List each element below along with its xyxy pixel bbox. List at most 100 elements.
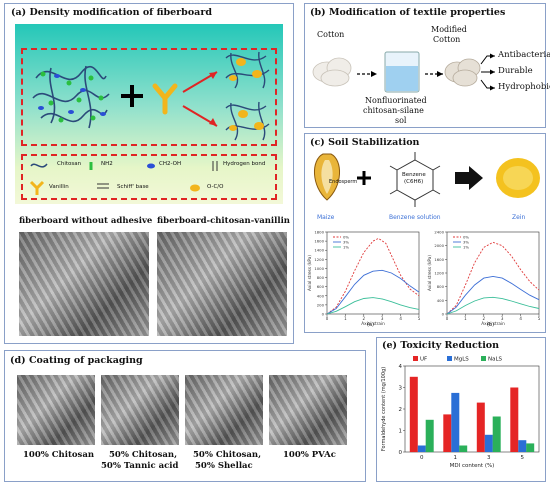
soil-graphic: [314, 152, 540, 207]
legend-label: 0%: [463, 234, 469, 239]
legend-dashed-box: [21, 154, 277, 200]
legend-label: 1%: [463, 244, 469, 249]
legend-ch2oh: CH2-OH: [159, 161, 182, 167]
x-tick-label: 0: [420, 455, 424, 461]
chart-b-caption: (b): [487, 322, 495, 328]
series-line-0%: [446, 241, 540, 315]
x-tick-label: 1: [344, 316, 347, 321]
legend-hbond: Hydrogen bond: [223, 161, 266, 167]
panel-soil-stabilization: (c) Soil Stabilization Endosperm Benzene…: [304, 133, 546, 333]
series-line-1%: [446, 296, 540, 315]
sem-chitosan-tannic: [101, 375, 179, 445]
label-chitosan-tannic-1: 50% Chitosan,: [109, 450, 178, 460]
label-chitosan-shellac-1: 50% Chitosan,: [193, 450, 262, 460]
legend-swatch: [447, 356, 452, 361]
prop-hydrophobic: Hydrophobic: [498, 82, 550, 92]
panel-textile: (b) Modification of textile properties C…: [304, 3, 550, 128]
x-tick-label: 2: [483, 316, 486, 321]
legend-swatch: [413, 356, 418, 361]
legend-occo: O-C/O: [207, 184, 224, 190]
y-axis-label: Axial stress (kPa): [427, 255, 432, 291]
prop-durable: Durable: [498, 66, 533, 76]
bar-NaLS-1: [459, 445, 468, 452]
scheme-dashed-box: [21, 48, 277, 146]
panel-coating-packaging: (d) Coating of packaging 100% Chitosan 5…: [4, 350, 366, 482]
cotton-icon: [312, 57, 352, 87]
bar-UF-3: [476, 402, 485, 452]
y-tick-label: 2: [399, 407, 403, 413]
y-tick-label: 1800: [314, 230, 324, 235]
modified-cotton-icon: [444, 58, 481, 87]
vanillin-symbol: [152, 83, 178, 115]
endosperm-label: Endosperm: [329, 179, 358, 185]
y-axis-label: Axial stress (kPa): [307, 255, 312, 291]
panel-density-modification: (a) Density modification of fiberboard: [4, 3, 294, 344]
panel-b-title: (b) Modification of textile properties: [310, 7, 506, 18]
x-axis-label: MDI content (%): [450, 463, 495, 469]
bar-UF-1: [443, 414, 452, 452]
bar-NaLS-5: [526, 443, 535, 452]
y-tick-label: 800: [317, 275, 325, 280]
sol-label-2: chitosan-silane: [363, 106, 424, 115]
y-axis-label: Formaldehyde content (mg/100g): [381, 367, 387, 451]
y-tick-label: 1600: [314, 239, 324, 244]
y-tick-label: 0: [322, 312, 325, 317]
bar-MgLS-5: [518, 440, 527, 452]
y-tick-label: 2000: [434, 243, 444, 248]
sem-pvac: [269, 375, 347, 445]
legend-nh2: NH2: [101, 161, 113, 167]
arrow-right: [455, 166, 483, 190]
scheme-graphic: [32, 51, 270, 141]
x-tick-label: 1: [454, 455, 458, 461]
x-axis-label: Axial strain: [481, 321, 505, 326]
x-tick-label: 5: [538, 316, 541, 321]
y-tick-label: 4: [399, 364, 403, 370]
panel-c-title: (c) Soil Stabilization: [310, 137, 420, 148]
x-tick-label: 3: [501, 316, 504, 321]
label-pvac: 100% PVAc: [283, 450, 336, 460]
zein-label: Zein: [512, 214, 526, 221]
series-line-3%: [446, 275, 540, 315]
x-tick-label: 3: [487, 455, 491, 461]
legend-vanillin: Vanillin: [49, 184, 69, 190]
x-tick-label: 3: [381, 316, 384, 321]
bar-NaLS-3: [492, 416, 501, 452]
chart-a-caption: (a): [367, 322, 374, 328]
legend-schiff: Schiff' base: [117, 184, 149, 190]
x-tick-label: 5: [521, 455, 525, 461]
bar-MgLS-3: [484, 434, 493, 452]
y-tick-label: 1000: [314, 266, 324, 271]
x-tick-label: 1: [464, 316, 467, 321]
sem-left-label: fiberboard without adhesive: [19, 216, 153, 226]
label-chitosan: 100% Chitosan: [23, 450, 95, 460]
x-axis-label: Axial strain: [361, 321, 385, 326]
benzene-icon: [389, 152, 441, 207]
panel-d-title: (d) Coating of packaging: [10, 355, 143, 366]
legend-chitosan: Chitosan: [57, 161, 82, 167]
bar-NaLS-0: [425, 419, 434, 453]
prop-antibacterial: Antibacterial: [498, 50, 550, 60]
legend-swatch: [481, 356, 486, 361]
panel-a-title: (a) Density modification of fiberboard: [11, 7, 212, 18]
y-tick-label: 3: [399, 386, 403, 392]
legend-icons: [29, 161, 218, 195]
y-tick-label: 800: [437, 284, 445, 289]
benzene-label: Benzene: [402, 172, 426, 178]
legend-label: NaLS: [488, 357, 503, 363]
plot-frame: [326, 231, 420, 315]
modified-label-2: Cotton: [433, 35, 461, 44]
sem-image-fiberboard: [19, 232, 149, 336]
bar-UF-0: [409, 376, 418, 453]
benzene-solution-label: Benzene solution: [389, 214, 441, 221]
y-tick-label: 1200: [314, 257, 324, 262]
legend-label: UF: [420, 357, 427, 363]
series-line-3%: [326, 269, 420, 315]
bar-MgLS-0: [417, 445, 426, 452]
legend-label: 3%: [463, 239, 469, 244]
x-tick-label: 0: [446, 316, 449, 321]
legend-label: MgLS: [454, 357, 469, 363]
